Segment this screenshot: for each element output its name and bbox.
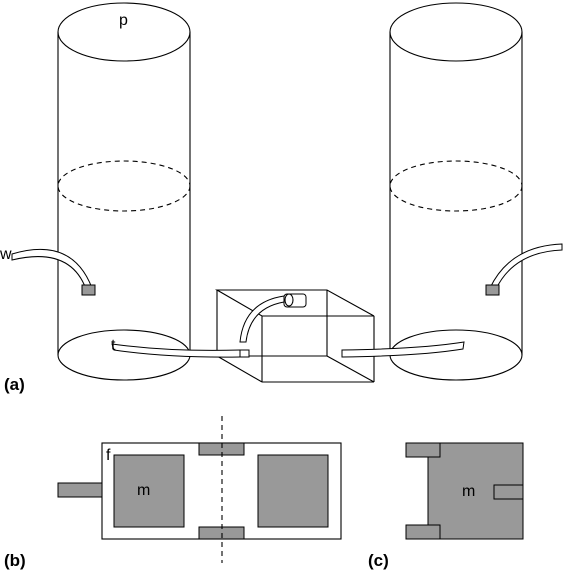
panel-label-a: (a) bbox=[4, 375, 25, 394]
right-tube bbox=[341, 341, 465, 358]
panel-a: p w t (a) bbox=[0, 2, 563, 394]
left-magnet bbox=[113, 454, 185, 528]
label-p: p bbox=[119, 12, 128, 29]
panel-c: m (c) bbox=[368, 442, 524, 570]
right-cylinder bbox=[389, 2, 523, 381]
left-electrode-pad bbox=[81, 284, 96, 296]
label-t: t bbox=[111, 337, 116, 354]
panel-b: f m (b) bbox=[4, 416, 342, 570]
left-wire bbox=[11, 248, 96, 296]
side-tab bbox=[57, 482, 103, 498]
panel-label-b: (b) bbox=[4, 551, 26, 570]
box-connector bbox=[239, 293, 307, 343]
left-cylinder-midline bbox=[57, 160, 191, 212]
label-f: f bbox=[106, 447, 111, 464]
label-m-b: m bbox=[137, 482, 150, 499]
right-electrode-pad bbox=[485, 284, 500, 296]
right-cylinder-midline bbox=[389, 160, 523, 212]
right-wire bbox=[485, 243, 563, 296]
left-tube bbox=[111, 343, 250, 358]
bottom-left-tab bbox=[405, 524, 441, 540]
label-w: w bbox=[0, 246, 12, 263]
connector-cap bbox=[283, 293, 307, 308]
right-inner-tab bbox=[493, 484, 524, 500]
left-cylinder bbox=[57, 2, 191, 381]
panel-label-c: (c) bbox=[368, 551, 389, 570]
right-magnet bbox=[257, 454, 329, 528]
top-left-tab bbox=[405, 442, 441, 458]
label-m-c: m bbox=[462, 483, 475, 500]
